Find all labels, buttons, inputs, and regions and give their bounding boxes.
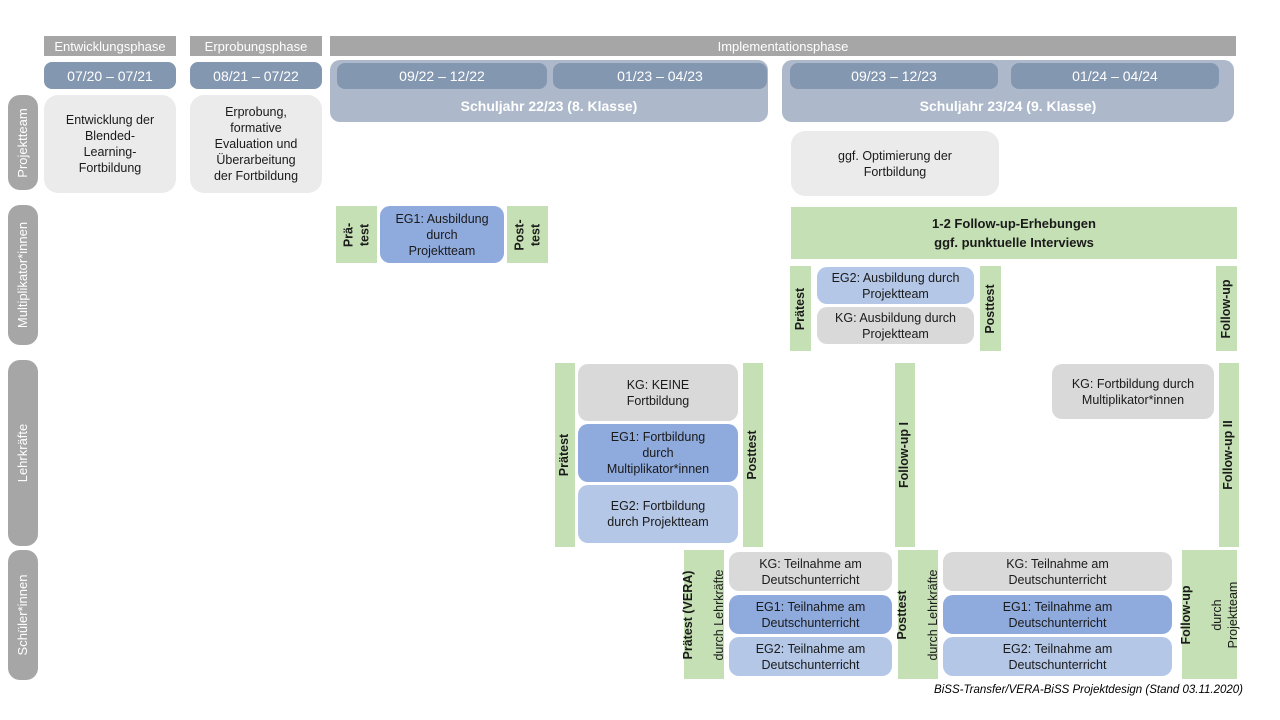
marker-posttest-schueler: Posttest durch Lehrkräfte	[895, 550, 940, 679]
task-eg2-fortbildung-projektteam: EG2: Fortbildung durch Projektteam	[578, 485, 738, 543]
phase-header-erprobung: Erprobungsphase	[190, 36, 322, 56]
row-label-multiplikatoren: Multiplikator*innen	[8, 205, 38, 345]
task-kg-fortbildung-multiplikatoren: KG: Fortbildung durch Multiplikator*inne…	[1052, 364, 1214, 419]
task-optimierung-fortbildung: ggf. Optimierung der Fortbildung	[791, 131, 999, 196]
task-eg1-teilnahme-deutsch-1: EG1: Teilnahme am Deutschunterricht	[729, 595, 892, 634]
task-entwicklung-fortbildung: Entwicklung der Blended- Learning- Fortb…	[44, 95, 176, 193]
task-eg2-teilnahme-deutsch-2: EG2: Teilnahme am Deutschunterricht	[943, 637, 1172, 676]
period-0124-0424: 01/24 – 04/24	[1011, 63, 1219, 89]
task-kg-ausbildung-projektteam: KG: Ausbildung durch Projektteam	[817, 307, 974, 344]
marker-praetest-multiplikatoren-1: Prä- test	[336, 206, 377, 263]
marker-followup-schueler: Follow-up durch Projektteam	[1178, 550, 1239, 679]
diagram-caption: BiSS-Transfer/VERA-BiSS Projektdesign (S…	[934, 684, 1243, 696]
period-0720-0721: 07/20 – 07/21	[44, 62, 176, 89]
task-eg1-fortbildung-multiplikatoren: EG1: Fortbildung durch Multiplikator*inn…	[578, 424, 738, 482]
row-label-projektteam: Projektteam	[8, 95, 38, 190]
task-kg-keine-fortbildung: KG: KEINE Fortbildung	[578, 364, 738, 421]
period-0123-0423: 01/23 – 04/23	[553, 63, 767, 89]
period-0922-1222: 09/22 – 12/22	[337, 63, 547, 89]
task-kg-teilnahme-deutsch-2: KG: Teilnahme am Deutschunterricht	[943, 552, 1172, 591]
task-eg1-teilnahme-deutsch-2: EG1: Teilnahme am Deutschunterricht	[943, 595, 1172, 634]
phase-header-implementation: Implementationsphase	[330, 36, 1236, 56]
row-label-lehrkraefte: Lehrkräfte	[8, 360, 38, 546]
marker-posttest-multiplikatoren-1: Post- test	[507, 206, 548, 263]
marker-followup-erhebungen: 1-2 Follow-up-Erhebungen ggf. punktuelle…	[791, 207, 1237, 259]
marker-praetest-vera-schueler: Prätest (VERA) durch Lehrkräfte	[681, 550, 726, 679]
period-0821-0722: 08/21 – 07/22	[190, 62, 322, 89]
marker-posttest-multiplikatoren-2: Posttest	[980, 266, 1001, 351]
task-eg2-teilnahme-deutsch-1: EG2: Teilnahme am Deutschunterricht	[729, 637, 892, 676]
task-eg2-ausbildung-projektteam: EG2: Ausbildung durch Projektteam	[817, 267, 974, 304]
period-0923-1223: 09/23 – 12/23	[790, 63, 998, 89]
row-label-schueler: Schüler*innen	[8, 550, 38, 680]
marker-followup1-lehrkraefte: Follow-up I	[895, 363, 915, 547]
task-erprobung-evaluation: Erprobung, formative Evaluation und Über…	[190, 95, 322, 193]
marker-posttest-lehrkraefte: Posttest	[743, 363, 763, 547]
marker-followup-multiplikatoren: Follow-up	[1216, 266, 1237, 351]
schoolyear-2324-label: Schuljahr 23/24 (9. Klasse)	[919, 98, 1097, 114]
schoolyear-2223-label: Schuljahr 22/23 (8. Klasse)	[460, 98, 638, 114]
marker-praetest-multiplikatoren-2: Prätest	[790, 266, 811, 351]
phase-header-entwicklung: Entwicklungsphase	[44, 36, 176, 56]
marker-praetest-lehrkraefte: Prätest	[555, 363, 575, 547]
task-eg1-ausbildung-projektteam: EG1: Ausbildung durch Projektteam	[380, 206, 504, 263]
marker-followup2-lehrkraefte: Follow-up II	[1219, 363, 1239, 547]
task-kg-teilnahme-deutsch-1: KG: Teilnahme am Deutschunterricht	[729, 552, 892, 591]
